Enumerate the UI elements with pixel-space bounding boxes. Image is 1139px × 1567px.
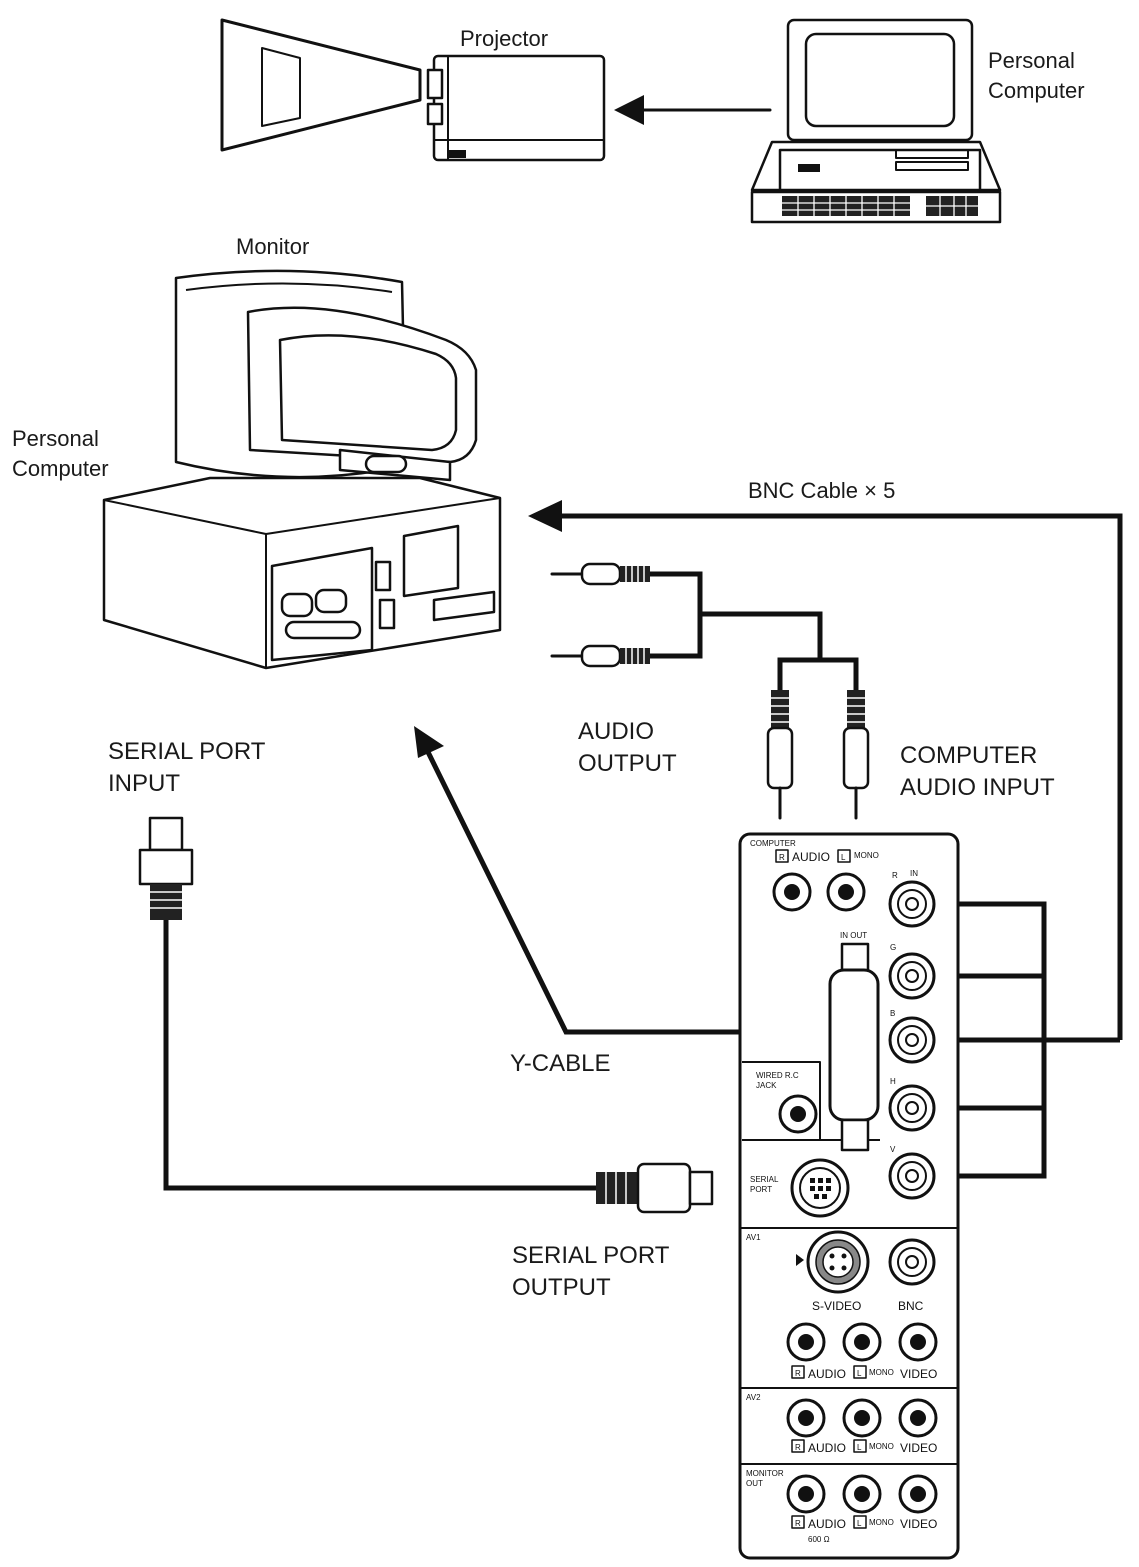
rca-plug-left-audio-icon (842, 690, 870, 820)
connector-panel: COMPUTER R AUDIO L MONO IN IN OUT R G (738, 832, 960, 1560)
av1-audio-l-jack-icon (842, 1322, 882, 1362)
svg-text:WIRED R.C: WIRED R.C (756, 1071, 799, 1080)
svg-text:PORT: PORT (750, 1185, 772, 1194)
svg-text:VIDEO: VIDEO (900, 1367, 937, 1381)
panel-label-out: OUT (746, 1479, 763, 1488)
svg-text:B: B (890, 1009, 895, 1018)
serial-port-jack-icon (790, 1158, 850, 1218)
rca-plug-top-icon (550, 562, 650, 586)
svg-text:MONO: MONO (854, 851, 879, 860)
serial-plug-input-icon (138, 816, 194, 920)
audio-y-cable (550, 562, 870, 820)
svg-text:AUDIO: AUDIO (808, 1367, 846, 1381)
svg-text:G: G (890, 943, 896, 952)
svg-text:600 Ω: 600 Ω (808, 1535, 830, 1544)
svg-text:R: R (779, 853, 785, 862)
rca-plug-right-audio-icon (766, 690, 794, 820)
bnc-b-jack-icon (888, 1016, 936, 1064)
svg-text:IN OUT: IN OUT (840, 931, 867, 940)
panel-label-monitor: MONITOR (746, 1469, 784, 1478)
label-projector: Projector (460, 26, 549, 51)
computer-audio-r-jack-icon (772, 872, 812, 912)
svg-text:SERIAL: SERIAL (750, 1175, 779, 1184)
bnc-g-jack-icon (888, 952, 936, 1000)
svg-text:AUDIO: AUDIO (808, 1517, 846, 1531)
monitor-icon (174, 269, 478, 524)
rca-plug-bottom-icon (550, 644, 650, 668)
svg-text:R: R (795, 1519, 801, 1528)
wired-rc-jack-icon (778, 1094, 818, 1134)
av2-audio-r-jack-icon (786, 1398, 826, 1438)
label-audio-output: AUDIO OUTPUT (578, 718, 677, 777)
svg-text:L: L (841, 853, 846, 862)
label-serial-port-output: SERIAL PORT OUTPUT (512, 1242, 670, 1301)
svg-text:VIDEO: VIDEO (900, 1517, 937, 1531)
svg-text:R: R (795, 1443, 801, 1452)
projector-icon (426, 54, 606, 162)
svg-text:AUDIO: AUDIO (792, 850, 830, 864)
serial-cable (138, 816, 714, 1214)
y-cable-plug-icon (828, 942, 880, 1152)
svg-text:R: R (795, 1369, 801, 1378)
svg-text:L: L (857, 1443, 862, 1452)
svg-text:JACK: JACK (756, 1081, 777, 1090)
svg-text:L: L (857, 1369, 862, 1378)
monitor-out-audio-l-jack-icon (842, 1474, 882, 1514)
label-computer-audio-input: COMPUTER AUDIO INPUT (900, 742, 1055, 801)
computer-audio-l-jack-icon (826, 872, 866, 912)
svg-text:R: R (892, 871, 898, 880)
label-serial-port-input: SERIAL PORT INPUT (108, 738, 266, 797)
av2-video-jack-icon (898, 1398, 938, 1438)
label-y-cable: Y-CABLE (510, 1050, 611, 1077)
panel-label-av2: AV2 (746, 1393, 761, 1402)
monitor-out-video-jack-icon (898, 1474, 938, 1514)
av1-audio-r-jack-icon (786, 1322, 826, 1362)
projector-screen-icon (220, 18, 422, 152)
bnc-r-jack-icon (888, 880, 936, 928)
label-personal-computer-left: Personal Computer (12, 426, 109, 481)
svg-text:L: L (857, 1519, 862, 1528)
s-video-jack-icon (806, 1230, 870, 1294)
personal-computer-left-icon (102, 476, 502, 670)
svg-text:VIDEO: VIDEO (900, 1441, 937, 1455)
svg-text:MONO: MONO (869, 1518, 894, 1527)
svg-text:MONO: MONO (869, 1368, 894, 1377)
svg-text:AUDIO: AUDIO (808, 1441, 846, 1455)
monitor-out-audio-r-jack-icon (786, 1474, 826, 1514)
svg-text:V: V (890, 1145, 896, 1154)
svg-text:MONO: MONO (869, 1442, 894, 1451)
av2-audio-l-jack-icon (842, 1398, 882, 1438)
label-personal-computer-top: Personal Computer (988, 48, 1085, 103)
panel-label-computer: COMPUTER (750, 839, 796, 848)
bnc-h-jack-icon (888, 1084, 936, 1132)
svg-text:IN: IN (910, 869, 918, 878)
personal-computer-top-icon (750, 18, 1002, 224)
av1-bnc-jack-icon (888, 1238, 936, 1286)
label-monitor: Monitor (236, 234, 310, 259)
svg-text:BNC: BNC (898, 1299, 924, 1313)
bnc-v-jack-icon (888, 1152, 936, 1200)
svg-text:H: H (890, 1077, 896, 1086)
serial-plug-output-icon (596, 1162, 714, 1214)
av1-video-jack-icon (898, 1322, 938, 1362)
svg-text:S-VIDEO: S-VIDEO (812, 1299, 861, 1313)
label-bnc-cable: BNC Cable × 5 (748, 478, 896, 503)
panel-label-av1: AV1 (746, 1233, 761, 1242)
